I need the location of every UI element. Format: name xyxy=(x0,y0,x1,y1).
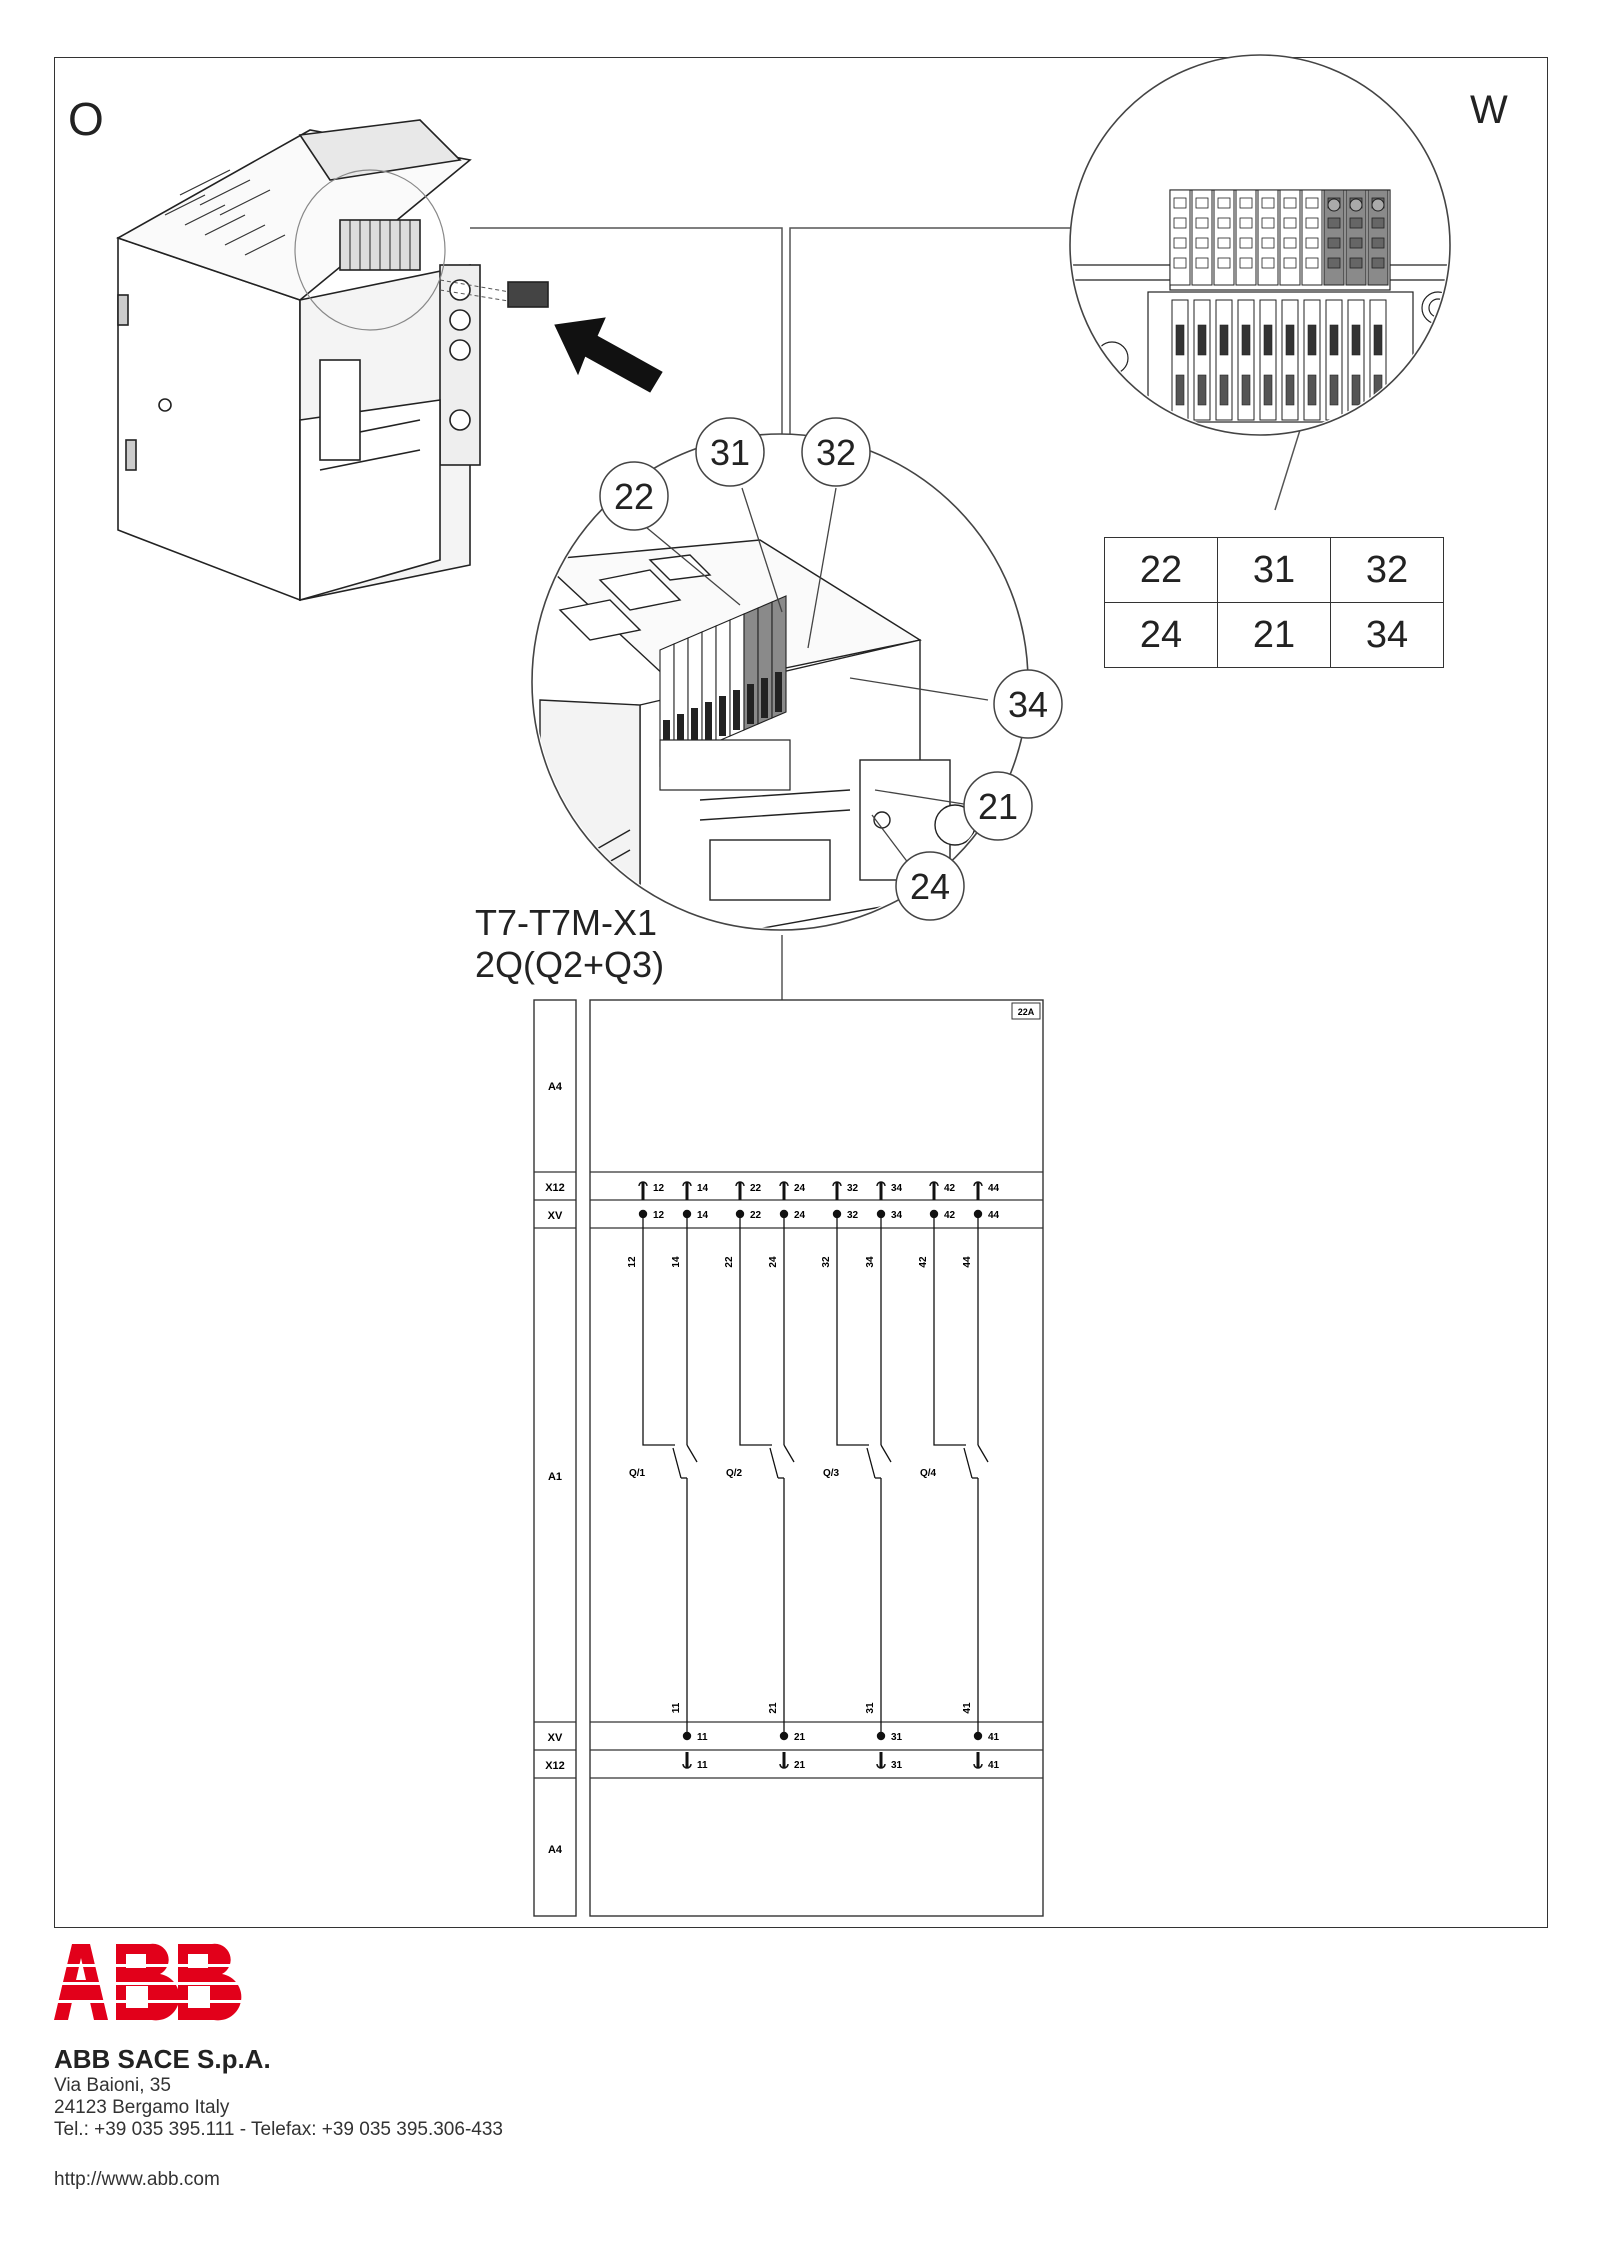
terminal-label: 22 xyxy=(750,1183,762,1194)
wire-label: 22 xyxy=(724,1256,735,1268)
insertion-arrow-icon xyxy=(554,317,663,393)
website-link[interactable]: http://www.abb.com xyxy=(54,2169,220,2190)
row-label-xv-top: XV xyxy=(548,1210,563,1222)
wire-label: 44 xyxy=(962,1256,973,1268)
wire-label: 24 xyxy=(768,1256,779,1268)
breaker-illustration xyxy=(116,119,549,602)
table-row: 24 21 34 xyxy=(1104,602,1444,668)
wire-label: 42 xyxy=(918,1256,929,1268)
address-line-1: Via Baioni, 35 xyxy=(54,2075,171,2096)
terminal-label: 34 xyxy=(891,1183,903,1194)
terminal-label: 34 xyxy=(891,1210,903,1221)
wire-label: 34 xyxy=(865,1256,876,1268)
table-cell: 22 xyxy=(1104,537,1218,603)
row-label-x12-top: X12 xyxy=(545,1182,565,1194)
phone-fax: Tel.: +39 035 395.111 - Telefax: +39 035… xyxy=(54,2119,503,2140)
footer: ABB SACE S.p.A. Via Baioni, 35 24123 Ber… xyxy=(54,1942,754,2191)
label-column xyxy=(533,999,577,1917)
callout-bubble xyxy=(963,771,1033,841)
terminal-label: 44 xyxy=(988,1183,1000,1194)
orientation-mark-left: O xyxy=(68,93,104,145)
area-label-a4-top: A4 xyxy=(548,1081,563,1093)
terminal-label: 41 xyxy=(988,1732,1000,1743)
leader-lines xyxy=(470,227,1301,1000)
wire-label: 31 xyxy=(865,1702,876,1714)
terminal-label: 11 xyxy=(697,1732,708,1743)
wire-label: 21 xyxy=(768,1702,779,1714)
terminal-block-detail xyxy=(1069,54,1451,436)
terminal-dot xyxy=(779,1731,789,1741)
terminal-label: 22 xyxy=(750,1210,762,1221)
terminal-label: 32 xyxy=(847,1183,859,1194)
orientation-mark-right: W xyxy=(1470,88,1508,132)
callout-number: 24 xyxy=(910,866,950,907)
switch-name: Q/2 xyxy=(726,1468,743,1479)
switch-name: Q/1 xyxy=(629,1468,646,1479)
wire-label: 41 xyxy=(962,1702,973,1714)
table-cell: 34 xyxy=(1330,602,1444,668)
model-label: T7-T7M-X1 2Q(Q2+Q3) xyxy=(475,902,664,986)
terminal-label: 44 xyxy=(988,1210,1000,1221)
row-label-xv-bottom: XV xyxy=(548,1732,563,1744)
table-cell: 21 xyxy=(1217,602,1331,668)
area-label-a1: A1 xyxy=(548,1471,562,1483)
callout-bubble xyxy=(993,669,1063,739)
wire-label: 11 xyxy=(671,1702,682,1713)
model-line-2: 2Q(Q2+Q3) xyxy=(475,944,665,985)
company-name: ABB SACE S.p.A. xyxy=(54,2044,271,2074)
terminal-label: 11 xyxy=(697,1760,708,1771)
terminal-label: 24 xyxy=(794,1210,806,1221)
wiring-schematic: A4 X12 XV A1 XV X12 A4 22A 12 12 12 14 14 14Q… xyxy=(533,999,1044,1917)
switch-name: Q/3 xyxy=(823,1468,840,1479)
terminal-label: 21 xyxy=(794,1732,806,1743)
wire-label: 12 xyxy=(627,1256,638,1268)
callout-bubble xyxy=(801,417,871,487)
callout-number: 21 xyxy=(978,786,1018,827)
terminal-label: 14 xyxy=(697,1210,709,1221)
terminal-dot xyxy=(876,1731,886,1741)
callout-bubble xyxy=(695,417,765,487)
abb-logo-icon xyxy=(54,1943,244,2021)
table-cell: 32 xyxy=(1330,537,1444,603)
terminal-label: 42 xyxy=(944,1210,956,1221)
terminal-dot xyxy=(973,1731,983,1741)
callout-bubble xyxy=(895,851,965,921)
table-cell: 31 xyxy=(1217,537,1331,603)
terminal-label: 42 xyxy=(944,1183,956,1194)
terminal-label: 14 xyxy=(697,1183,709,1194)
drawing-frame xyxy=(54,57,1548,1928)
terminal-label: 24 xyxy=(794,1183,806,1194)
ref-badge-text: 22A xyxy=(1018,1007,1035,1017)
ref-badge xyxy=(1011,1002,1041,1020)
terminal-dot xyxy=(682,1731,692,1741)
terminal-label: 41 xyxy=(988,1760,1000,1771)
callout-number: 32 xyxy=(816,432,856,473)
terminal-label: 12 xyxy=(653,1210,665,1221)
terminal-label: 32 xyxy=(847,1210,859,1221)
schematic-box xyxy=(589,999,1044,1917)
row-label-x12-bottom: X12 xyxy=(545,1760,565,1772)
callout-number: 31 xyxy=(710,432,750,473)
callout-bubble xyxy=(599,461,669,531)
address-line-2: 24123 Bergamo Italy xyxy=(54,2097,230,2118)
terminal-label: 31 xyxy=(891,1732,903,1743)
table-cell: 24 xyxy=(1104,602,1218,668)
terminal-mapping-table: 22 31 32 24 21 34 xyxy=(1104,537,1444,668)
terminal-label: 21 xyxy=(794,1760,806,1771)
callout-leaders xyxy=(634,487,989,869)
callout-number: 22 xyxy=(614,476,654,517)
area-label-a4-bottom: A4 xyxy=(548,1844,563,1856)
wire-label: 32 xyxy=(821,1256,832,1268)
switch-name: Q/4 xyxy=(920,1468,937,1479)
wire-label: 14 xyxy=(671,1256,682,1268)
callout-number: 34 xyxy=(1008,684,1048,725)
table-row: 22 31 32 xyxy=(1104,537,1444,603)
terminal-label: 31 xyxy=(891,1760,903,1771)
model-line-1: T7-T7M-X1 xyxy=(475,902,658,943)
terminal-label: 12 xyxy=(653,1183,665,1194)
